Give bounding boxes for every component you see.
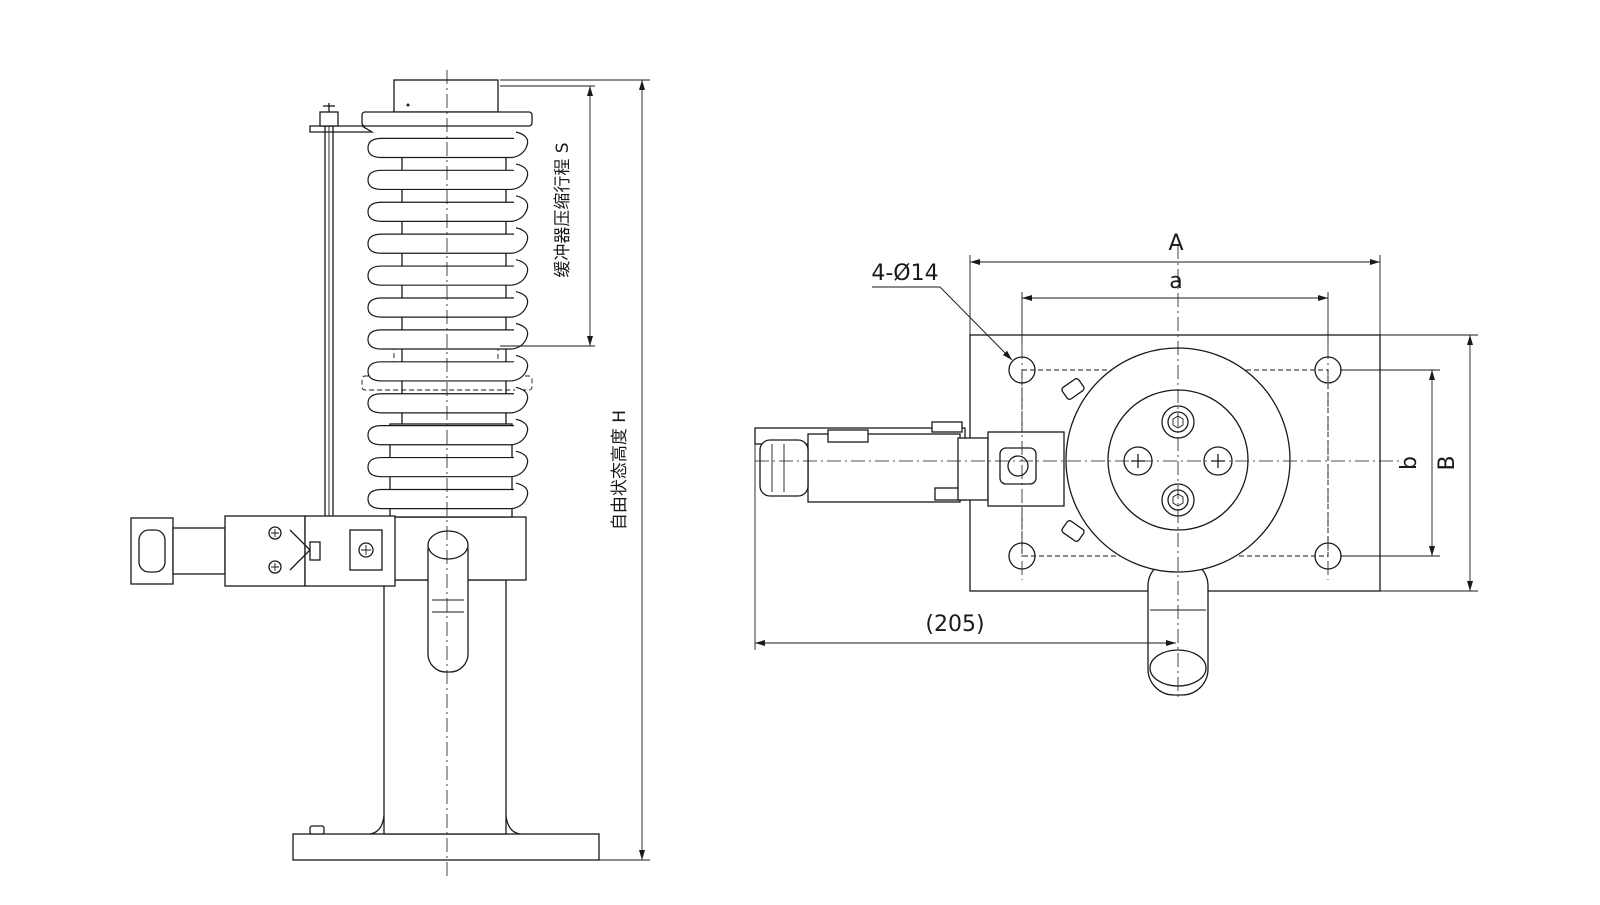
bracket-arm	[309, 125, 375, 133]
dim-B-label: B	[1435, 455, 1460, 470]
side-view: 缓冲器压缩行程 S 自由状态高度 H	[130, 70, 650, 880]
overall-length-label: (205)	[925, 612, 984, 637]
spring-coil	[367, 131, 529, 159]
bracket-nut	[319, 111, 339, 127]
spring-coil	[367, 227, 529, 254]
flange-bolt-upper	[1061, 378, 1085, 400]
top-bridge-bolt	[1007, 455, 1029, 477]
dim-b-label: b	[1397, 456, 1422, 470]
switch-mount-block	[349, 529, 383, 571]
switch-body	[172, 527, 226, 575]
handle-end	[427, 530, 469, 560]
top-switch-tab	[931, 421, 963, 433]
holes-leader	[939, 286, 1013, 361]
stroke-dimension-label: 缓冲器压缩行程 S	[553, 142, 573, 277]
switch-roller	[138, 529, 166, 573]
spring-coil	[367, 482, 529, 510]
spring-coil	[367, 322, 529, 350]
base-plate	[292, 833, 600, 861]
flange-bolt-lower	[1061, 520, 1085, 542]
top-switch-mount	[957, 437, 989, 501]
holes-label: 4-Ø14	[871, 261, 938, 286]
base-screw	[309, 825, 325, 835]
coil-spring	[367, 131, 529, 510]
spring-coil	[367, 163, 529, 191]
spring-coil	[367, 386, 529, 414]
dim-A-label: A	[1168, 231, 1183, 256]
spring-coil	[367, 450, 529, 478]
height-dimension-label: 自由状态高度 H	[610, 410, 630, 530]
switch-plunger	[309, 541, 321, 561]
spring-coil	[367, 354, 529, 382]
top-switch-clip	[827, 429, 869, 443]
dim-a-label: a	[1169, 269, 1182, 294]
spring-coil	[367, 259, 529, 286]
top-view: A a b B 4-Ø14 (205)	[754, 231, 1478, 700]
spring-coil	[367, 418, 529, 446]
spring-coil	[367, 291, 529, 318]
switch-housing	[224, 515, 306, 587]
spring-coil	[367, 195, 529, 222]
top-bridge-nut	[999, 447, 1037, 485]
top-cap	[393, 79, 499, 113]
cap-mark	[406, 103, 410, 107]
